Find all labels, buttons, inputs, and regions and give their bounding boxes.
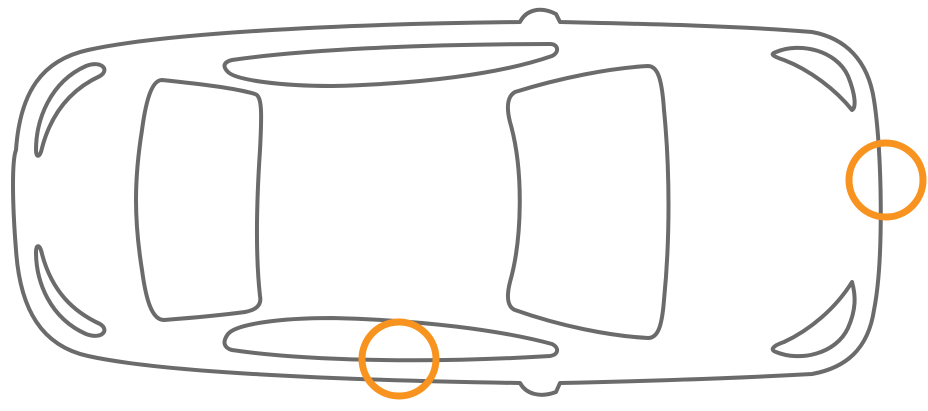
side-sensor-marker xyxy=(358,318,440,400)
headlight-top xyxy=(770,45,857,112)
front-windshield xyxy=(505,64,671,340)
car-body-outline xyxy=(11,7,883,397)
top-side-window xyxy=(222,42,559,88)
rear-light-top xyxy=(34,62,107,158)
rear-light-bottom xyxy=(34,244,107,338)
rear-windshield xyxy=(134,78,264,322)
front-sensor-marker xyxy=(845,139,927,221)
car-body-group xyxy=(11,7,883,397)
bottom-side-window xyxy=(222,316,559,363)
headlight-bottom xyxy=(770,280,857,359)
